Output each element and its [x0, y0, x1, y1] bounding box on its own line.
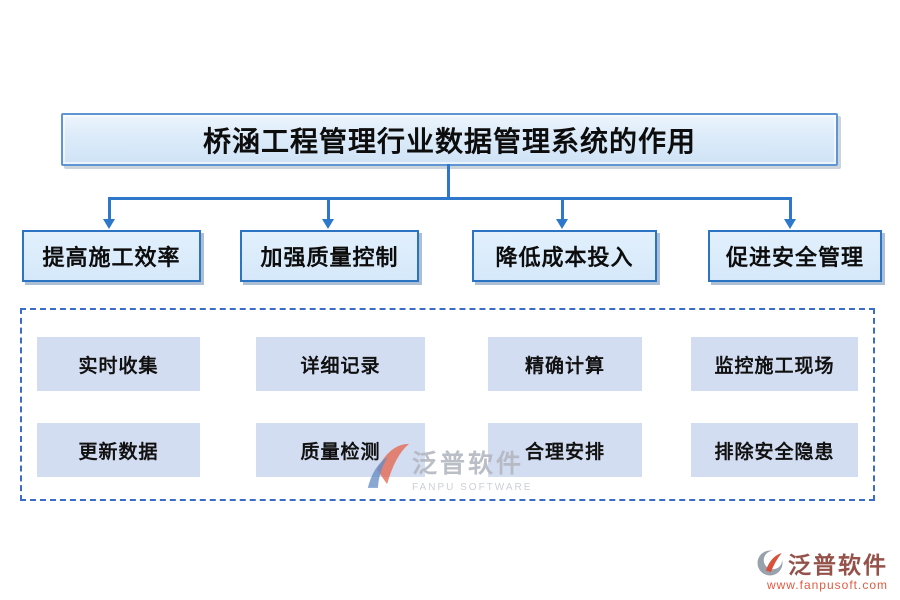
branch-label: 促进安全管理 [725, 245, 864, 270]
branch-label: 降低成本投入 [495, 245, 634, 270]
details-panel: 实时收集 详细记录 精确计算 监控施工现场 更新数据 质量检测 合理安排 排除安… [20, 308, 875, 501]
branch-label: 提高施工效率 [42, 245, 181, 270]
branch-box-cost: 降低成本投入 [472, 230, 657, 282]
connector-stem [447, 164, 450, 198]
detail-label: 合理安排 [524, 441, 605, 463]
connector-drop-3 [561, 197, 564, 220]
arrow-down-icon-2 [322, 219, 334, 229]
detail-label: 排除安全隐患 [714, 441, 835, 463]
footer-brand: 泛普软件 www.fanpusoft.com [755, 546, 888, 592]
fanpu-logo-icon [757, 550, 783, 576]
detail-label: 实时收集 [78, 355, 159, 377]
detail-box: 排除安全隐患 [691, 423, 858, 477]
footer-url-text: www.fanpusoft.com [766, 578, 888, 592]
branch-box-efficiency: 提高施工效率 [22, 230, 201, 282]
branch-label: 加强质量控制 [260, 245, 399, 270]
detail-label: 监控施工现场 [714, 355, 835, 377]
title-box: 桥涵工程管理行业数据管理系统的作用 [61, 113, 838, 166]
detail-box: 实时收集 [37, 337, 200, 391]
detail-box: 质量检测 [256, 423, 425, 477]
arrow-down-icon-1 [103, 219, 115, 229]
connector-drop-4 [789, 197, 792, 220]
detail-box: 合理安排 [488, 423, 642, 477]
arrow-down-icon-3 [556, 219, 568, 229]
detail-label: 精确计算 [524, 355, 605, 377]
detail-box: 精确计算 [488, 337, 642, 391]
detail-label: 详细记录 [300, 355, 381, 377]
page-title: 桥涵工程管理行业数据管理系统的作用 [202, 126, 696, 158]
arrow-down-icon-4 [784, 219, 796, 229]
detail-label: 质量检测 [300, 441, 381, 463]
detail-label: 更新数据 [78, 441, 159, 463]
detail-box: 更新数据 [37, 423, 200, 477]
connector-drop-2 [327, 197, 330, 220]
detail-box: 详细记录 [256, 337, 425, 391]
footer-brand-text: 泛普软件 [788, 553, 888, 578]
branch-box-safety: 促进安全管理 [708, 230, 882, 282]
detail-box: 监控施工现场 [691, 337, 858, 391]
connector-drop-1 [108, 197, 111, 220]
connector-crossbar [108, 197, 792, 200]
branch-box-quality: 加强质量控制 [240, 230, 419, 282]
